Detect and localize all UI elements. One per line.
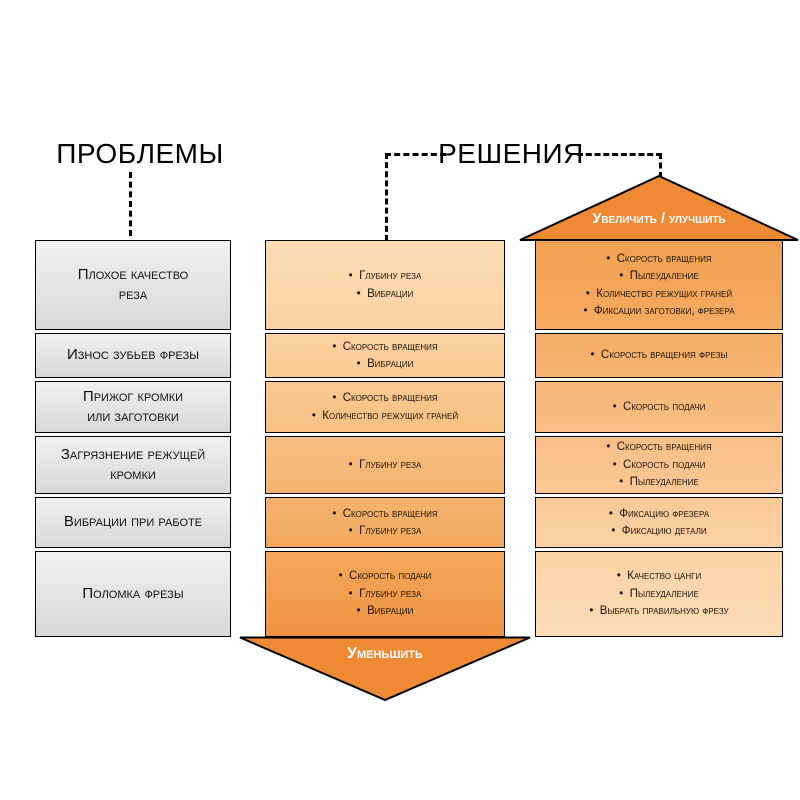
increase-row-5: Фиксацию фрезера Фиксацию детали: [535, 497, 783, 548]
list-item: Пылеудаление: [619, 587, 699, 601]
list-item: Качество цанги: [617, 569, 701, 583]
problem-row-vibration: Вибрации при работе: [35, 497, 231, 548]
list-item: Фиксацию детали: [611, 524, 707, 538]
increase-arrow-label: Увеличить / улучшить: [592, 211, 726, 227]
increase-row-3: Скорость подачи: [535, 381, 783, 433]
increase-list-6: Качество цанги Пылеудаление Выбрать прав…: [536, 569, 782, 618]
list-item: Скорость подачи: [613, 400, 705, 414]
list-item: Пылеудаление: [619, 269, 699, 283]
increase-list-5: Фиксацию фрезера Фиксацию детали: [536, 507, 782, 539]
decrease-arrow-label: Уменьшить: [347, 645, 423, 662]
increase-list-3: Скорость подачи: [536, 400, 782, 414]
decrease-row-4: Глубину реза: [265, 436, 505, 494]
increase-row-6: Качество цанги Пылеудаление Выбрать прав…: [535, 551, 783, 637]
decrease-list-5: Скорость вращения Глубину реза: [266, 507, 504, 539]
problem-row-edge-contamination: Загрязнение режущей кромки: [35, 436, 231, 494]
decrease-list-3: Скорость вращения Количество режущих гра…: [266, 391, 504, 423]
decrease-row-2: Скорость вращения Вибрации: [265, 333, 505, 378]
decrease-list-1: Глубину реза Вибрации: [266, 269, 504, 301]
increase-row-1: Скорость вращения Пылеудаление Количеств…: [535, 240, 783, 330]
solutions-title: РЕШЕНИЯ: [438, 138, 584, 169]
problem-row-edge-burn: Прижог кромки или заготовки: [35, 381, 231, 433]
list-item: Глубину реза: [349, 587, 421, 601]
problems-title: ПРОБЛЕМЫ: [56, 138, 224, 169]
increase-row-2: Скорость вращения фрезы: [535, 333, 783, 378]
list-item: Фиксации заготовки, фрезера: [583, 304, 735, 318]
list-item: Скорость вращения: [606, 252, 712, 266]
decrease-row-3: Скорость вращения Количество режущих гра…: [265, 381, 505, 433]
decrease-arrow-icon: [239, 636, 531, 702]
decrease-row-1: Глубину реза Вибрации: [265, 240, 505, 330]
solutions-connector-left: [385, 153, 446, 241]
list-item: Скорость подачи: [613, 458, 705, 472]
list-item: Скорость вращения: [606, 440, 712, 454]
list-item: Скорость вращения фрезы: [590, 348, 728, 362]
problem-row-cutter-breakage: Поломка фрезы: [35, 551, 231, 637]
list-item: Выбрать правильную фрезу: [589, 604, 729, 618]
decrease-list-6: Скорость подачи Глубину реза Вибрации: [266, 569, 504, 618]
increase-arrow-icon: [519, 174, 799, 241]
list-item: Фиксацию фрезера: [609, 507, 709, 521]
increase-row-4: Скорость вращения Скорость подачи Пылеуд…: [535, 436, 783, 494]
list-item: Вибрации: [357, 357, 413, 371]
list-item: Вибрации: [357, 287, 413, 301]
increase-list-2: Скорость вращения фрезы: [536, 348, 782, 362]
list-item: Скорость вращения: [332, 340, 438, 354]
decrease-list-4: Глубину реза: [266, 458, 504, 472]
list-item: Глубину реза: [349, 524, 421, 538]
list-item: Глубину реза: [349, 458, 421, 472]
solutions-connector-right: [577, 153, 662, 178]
problem-row-cut-quality: Плохое качество реза: [35, 240, 231, 330]
list-item: Пылеудаление: [619, 475, 699, 489]
list-item: Скорость вращения: [332, 507, 438, 521]
list-item: Количество режущих граней: [586, 287, 732, 301]
list-item: Глубину реза: [349, 269, 421, 283]
increase-list-4: Скорость вращения Скорость подачи Пылеуд…: [536, 440, 782, 489]
problem-row-teeth-wear: Износ зубьев фрезы: [35, 333, 231, 378]
list-item: Количество режущих граней: [312, 409, 458, 423]
decrease-row-5: Скорость вращения Глубину реза: [265, 497, 505, 548]
decrease-row-6: Скорость подачи Глубину реза Вибрации: [265, 551, 505, 637]
list-item: Скорость подачи: [339, 569, 431, 583]
list-item: Вибрации: [357, 604, 413, 618]
decrease-list-2: Скорость вращения Вибрации: [266, 340, 504, 372]
increase-list-1: Скорость вращения Пылеудаление Количеств…: [536, 252, 782, 319]
problems-connector-line: [129, 172, 132, 236]
list-item: Скорость вращения: [332, 391, 438, 405]
